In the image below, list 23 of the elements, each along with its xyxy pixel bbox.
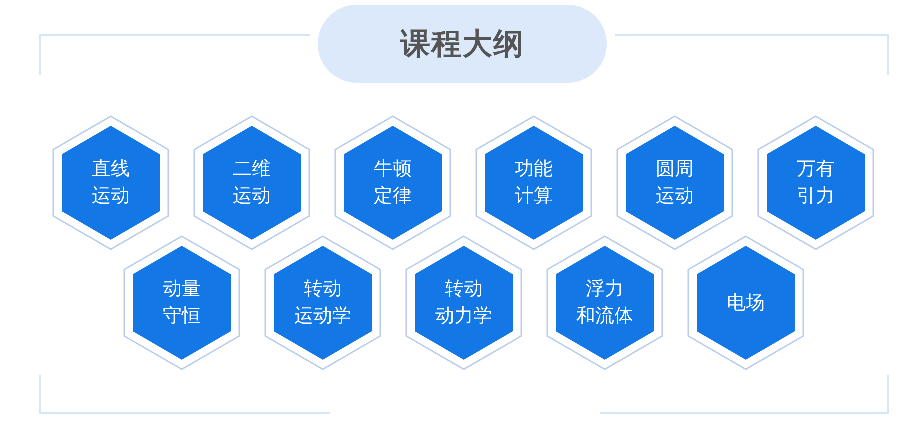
- node-label: 万有引力: [797, 157, 835, 209]
- hexagon-node: [616, 115, 734, 251]
- hexagon-node: [334, 115, 452, 251]
- node-label: 转动运动学: [294, 277, 352, 329]
- hexagon-node: [52, 115, 170, 251]
- node-label: 牛顿定律: [374, 157, 412, 209]
- hexagon-node: [123, 235, 241, 371]
- node-label: 圆周运动: [656, 157, 694, 209]
- node-label: 功能计算: [515, 157, 553, 209]
- node-label: 二维运动: [233, 157, 271, 209]
- node-label: 直线运动: [92, 157, 130, 209]
- hexagon-node: [757, 115, 875, 251]
- hexagon-node: [546, 235, 664, 371]
- title: 课程大纲: [400, 26, 524, 64]
- hexagon-node: [475, 115, 593, 251]
- hexagon-node: [687, 235, 805, 371]
- node-label: 电场: [727, 290, 765, 316]
- hexagon-node: [264, 235, 382, 371]
- node-label: 动量守恒: [163, 277, 201, 329]
- node-label: 浮力和流体: [576, 277, 634, 329]
- hexagon-node: [405, 235, 523, 371]
- hexagon-node: [193, 115, 311, 251]
- node-label: 转动动力学: [436, 277, 492, 329]
